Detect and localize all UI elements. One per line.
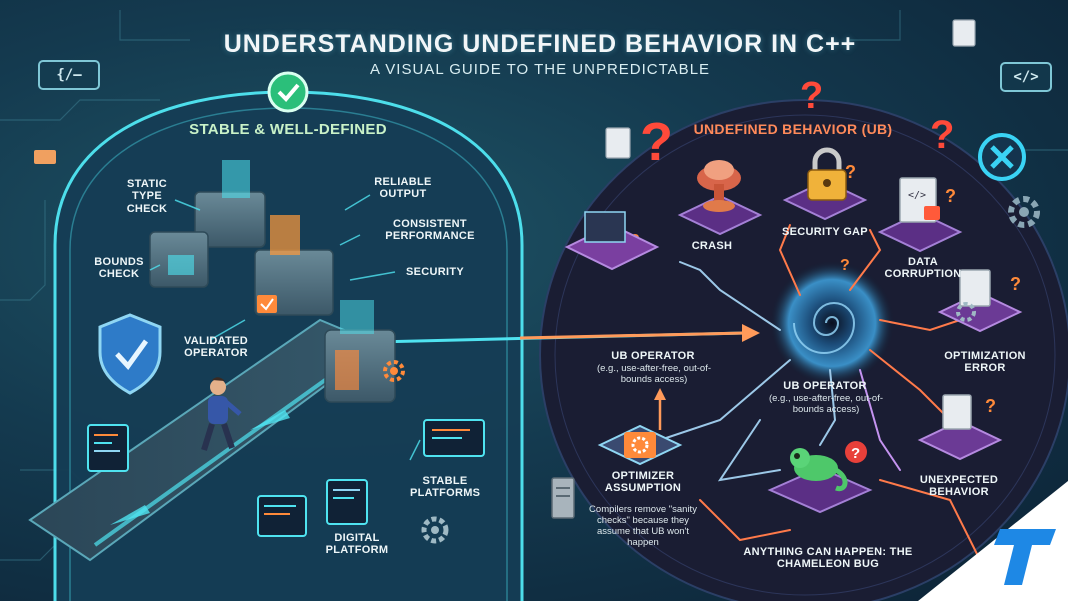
chameleon-icon: ?	[790, 441, 867, 492]
gear-icon	[1008, 196, 1040, 228]
chaos-lines	[659, 224, 981, 561]
label-data-corruption: DATA CORRUPTION	[884, 256, 962, 281]
cross-icon	[978, 133, 1026, 181]
ub-operator-2-note: (e.g., use-after-free, out-of-bounds acc…	[768, 393, 884, 415]
label-reliable-output: RELIABLE OUTPUT	[374, 176, 432, 201]
svg-text:?: ?	[851, 445, 860, 462]
svg-text:?: ?	[640, 112, 673, 172]
label-static-type-check: STATIC TYPE CHECK	[126, 178, 168, 215]
label-security: SECURITY	[405, 266, 465, 278]
svg-text:?: ?	[845, 162, 856, 182]
label-crash: CRASH	[691, 240, 733, 252]
label-ub-operator-2: UB OPERATOR	[783, 380, 867, 392]
label-unexpected-behavior: UNEXPECTED BEHAVIOR	[919, 474, 999, 499]
shield-icon	[98, 313, 162, 395]
machine-cubes	[149, 191, 396, 403]
ub-operator-1-note: (e.g., use-after-free, out-of-bounds acc…	[596, 363, 712, 385]
svg-text:?: ?	[800, 75, 823, 117]
monitor-icon	[87, 419, 485, 537]
label-validated-operator: VALIDATED OPERATOR	[183, 335, 248, 360]
svg-text:?: ?	[840, 257, 850, 274]
gear-icon	[383, 360, 405, 382]
explosion-icon	[697, 160, 741, 212]
svg-text:</>: </>	[908, 190, 926, 201]
question-icon: ? ? ? ? ? ? ? ? ?	[630, 75, 1021, 416]
label-stable-platforms: STABLE PLATFORMS	[410, 475, 481, 500]
ub-title: UNDEFINED BEHAVIOR (UB)	[693, 121, 893, 137]
label-optimization-error: OPTIMIZATION ERROR	[944, 350, 1026, 375]
label-anything-can-happen: ANYTHING CAN HAPPEN: THE CHAMELEON BUG	[743, 546, 913, 571]
label-ub-operator-1: UB OPERATOR	[611, 350, 695, 362]
svg-text:?: ?	[945, 186, 956, 206]
stable-title: STABLE & WELL-DEFINED	[189, 121, 387, 138]
gear-icon	[421, 516, 449, 544]
svg-text:?: ?	[985, 396, 996, 416]
document-icon: </>	[34, 19, 991, 430]
gear-icon	[624, 432, 656, 458]
vortex-icon	[770, 261, 894, 385]
gear-icon	[956, 302, 976, 322]
label-consistent-performance: CONSISTENT PERFORMANCE	[385, 218, 475, 243]
svg-text:?: ?	[930, 113, 954, 157]
logo-icon	[918, 481, 1068, 601]
label-optimizer-assumption: OPTIMIZER ASSUMPTION	[604, 470, 682, 495]
person-icon	[201, 377, 242, 451]
page-subtitle: A VISUAL GUIDE TO THE UNPREDICTABLE	[369, 61, 711, 78]
lock-icon	[807, 147, 847, 201]
code-badge-left: {/–	[38, 60, 100, 90]
label-security-gap: SECURITY GAP	[782, 226, 868, 238]
label-digital-platform: DIGITAL PLATFORM	[325, 532, 389, 557]
label-bounds-check: BOUNDS CHECK	[94, 256, 144, 281]
svg-text:?: ?	[1010, 274, 1021, 294]
check-icon	[267, 71, 309, 113]
code-badge-right: </>	[1000, 62, 1052, 92]
optimizer-note: Compilers remove "sanity checks" because…	[589, 504, 697, 548]
page-title: UNDERSTANDING UNDEFINED BEHAVIOR IN C++	[223, 30, 857, 58]
